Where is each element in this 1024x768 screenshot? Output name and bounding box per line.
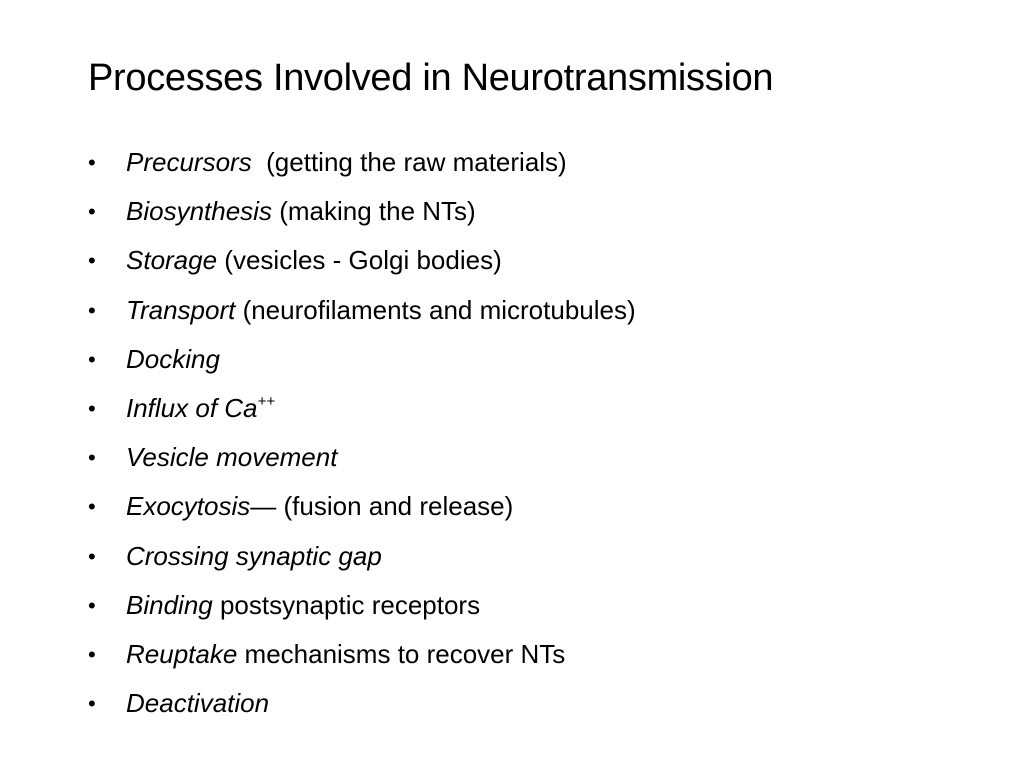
bullet-text: Binding postsynaptic receptors [126, 581, 480, 630]
bullet-term: Transport [126, 294, 236, 325]
bullet-description: postsynaptic receptors [212, 589, 481, 620]
bullet-term: Storage [126, 245, 218, 276]
bullet-term: Deactivation [126, 688, 270, 719]
bullet-text: Transport (neurofilaments and microtubul… [126, 286, 636, 335]
bullet-description: (making the NTs) [271, 196, 476, 227]
bullet-term: Vesicle movement [126, 442, 338, 473]
bullet-superscript: ++ [257, 392, 276, 410]
bullet-icon: • [88, 641, 96, 667]
bullet-text: Crossing synaptic gap [126, 532, 382, 581]
bullet-icon: • [88, 150, 96, 175]
bullet-icon: • [88, 494, 96, 520]
bullet-icon: • [88, 248, 96, 274]
bullet-text: Influx of Ca++ [126, 384, 275, 433]
bullet-icon: • [88, 445, 96, 471]
bullet-description: mechanisms to recover NTs [237, 638, 566, 669]
bullet-icon: • [88, 346, 96, 372]
bullet-description: (neurofilaments and microtubules) [235, 294, 636, 325]
bullet-icon: • [88, 543, 96, 569]
slide-title: Processes Involved in Neurotransmission [88, 57, 774, 99]
bullet-text: Precursors (getting the raw materials) [126, 138, 567, 187]
bullet-text: Biosynthesis (making the NTs) [126, 187, 476, 236]
bullet-icon: • [88, 592, 96, 618]
bullet-text: Exocytosis— (fusion and release) [126, 482, 513, 531]
bullet-icon: • [88, 395, 96, 421]
bullet-term: Crossing synaptic gap [126, 540, 382, 571]
bullet-term: Precursors [126, 147, 252, 177]
bullet-term: Binding [126, 589, 213, 620]
bullet-term: Biosynthesis [126, 196, 272, 227]
bullet-text: Vesicle movement [126, 433, 337, 482]
bullet-text: Reuptake mechanisms to recover NTs [126, 630, 565, 679]
bullet-icon: • [88, 297, 96, 323]
bullet-text: Deactivation [126, 679, 269, 728]
bullet-icon: • [88, 199, 96, 225]
bullet-description: (vesicles - Golgi bodies) [217, 245, 502, 276]
bullet-icon: • [88, 691, 96, 717]
bullet-text: Docking [126, 335, 220, 384]
bullet-description: — (fusion and release) [250, 491, 514, 522]
bullet-description: (getting the raw materials) [251, 147, 567, 177]
bullet-term: Docking [126, 343, 220, 374]
bullet-text: Storage (vesicles - Golgi bodies) [126, 236, 502, 285]
bullet-term: Influx of Ca [126, 392, 258, 423]
bullet-term: Exocytosis [126, 491, 251, 522]
bullet-term: Reuptake [126, 638, 238, 669]
